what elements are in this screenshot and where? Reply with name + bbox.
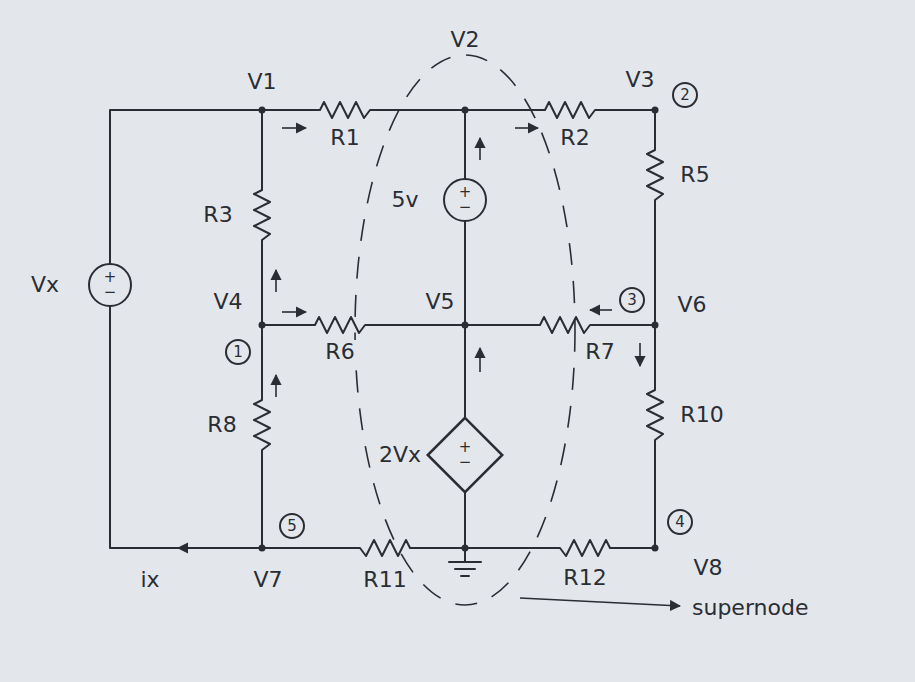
node-voltage: V5	[423, 290, 456, 314]
node-number: 5	[279, 513, 305, 539]
node-voltage: V4	[211, 290, 244, 314]
junction-dot	[259, 322, 266, 329]
current-arrow	[282, 311, 306, 313]
node-voltage: V1	[245, 70, 278, 94]
wire-left-branch	[254, 110, 270, 548]
node-voltage: V3	[623, 68, 656, 92]
node-text: 2	[680, 88, 690, 103]
node-text: +	[459, 440, 472, 455]
wire-middle-branch	[262, 317, 655, 333]
current-label: ix	[138, 568, 161, 592]
node-text: 5	[287, 519, 297, 534]
junction-dot	[259, 107, 266, 114]
resistor-label: R6	[323, 340, 356, 364]
node-voltage: V7	[251, 568, 284, 592]
node-text: −	[104, 285, 117, 300]
resistor-label: R10	[678, 403, 725, 427]
current-arrow	[178, 547, 205, 549]
current-arrow	[479, 348, 481, 372]
current-arrow	[590, 309, 612, 311]
node-text: +	[104, 270, 117, 285]
resistor-label: R5	[678, 163, 711, 187]
node-voltage: V6	[675, 293, 708, 317]
current-arrow	[479, 138, 481, 160]
node-number: 1	[225, 339, 251, 365]
junction-dot	[652, 322, 659, 329]
node-text: 3	[627, 293, 637, 308]
source-value: 5v	[389, 188, 420, 212]
text-stack: +−	[459, 440, 472, 470]
junction-dot	[462, 322, 469, 329]
text-stack: +−	[104, 270, 117, 300]
node-voltage: V8	[691, 556, 724, 580]
source-label: 2Vx	[377, 443, 423, 467]
supernode-boundary	[355, 55, 575, 605]
current-arrow	[275, 270, 277, 292]
current-arrow	[282, 127, 306, 129]
resistor-label: R2	[558, 126, 591, 150]
source-label: Vx	[29, 273, 61, 297]
resistor-label: R11	[361, 568, 408, 592]
node-voltage: V2	[448, 28, 481, 52]
current-arrow	[639, 343, 641, 366]
voltage-source: +−	[88, 263, 132, 307]
text-stack: 2	[680, 88, 690, 103]
leader-arrow	[520, 598, 680, 606]
text-stack: 5	[287, 519, 297, 534]
resistor-label: R7	[583, 340, 616, 364]
text-stack: 4	[675, 515, 685, 530]
voltage-source: +−	[443, 178, 487, 222]
node-number: 2	[672, 82, 698, 108]
node-text: −	[459, 200, 472, 215]
node-text: 1	[233, 345, 243, 360]
resistor-label: R8	[205, 413, 238, 437]
text-stack: +−	[459, 185, 472, 215]
text-stack: 3	[627, 293, 637, 308]
node-text: +	[459, 185, 472, 200]
junction-dot	[652, 545, 659, 552]
junction-dot	[462, 545, 469, 552]
node-text: 4	[675, 515, 685, 530]
diamond-shape	[428, 418, 502, 492]
resistor-label: R1	[328, 126, 361, 150]
junction-dot	[462, 107, 469, 114]
resistor-label: R12	[561, 566, 608, 590]
junction-dot	[652, 107, 659, 114]
node-number: 3	[619, 287, 645, 313]
wire-loop	[110, 102, 663, 556]
ground-symbol	[449, 548, 481, 576]
current-arrow	[515, 127, 538, 129]
dependent-source: +−	[427, 417, 503, 493]
resistor-label: R3	[201, 203, 234, 227]
node-text: −	[459, 455, 472, 470]
node-number: 4	[667, 509, 693, 535]
text-stack: 1	[233, 345, 243, 360]
junction-dot	[259, 545, 266, 552]
annotation: supernode	[690, 596, 810, 620]
current-arrow	[275, 375, 277, 397]
